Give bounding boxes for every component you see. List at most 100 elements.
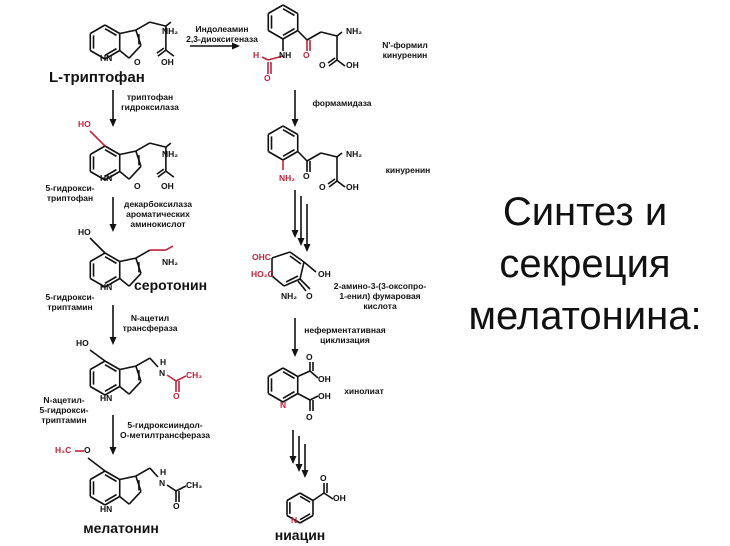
label-quinolinate: хинолиат <box>344 386 384 396</box>
enzyme-aadc-3: аминокислот <box>130 219 186 229</box>
atom-o: O <box>173 391 180 401</box>
atom-nh2: NH₂ <box>281 291 298 301</box>
bond <box>104 385 121 396</box>
enzyme-aanat-2: трансфераза <box>122 323 178 333</box>
enzyme-aanat-1: N-ацетил <box>130 313 170 323</box>
bond <box>165 49 175 57</box>
bond <box>267 29 284 40</box>
bond <box>135 249 151 259</box>
bond <box>149 357 159 368</box>
bond <box>89 252 106 263</box>
bond <box>119 170 130 180</box>
label-acms-2: 1-енил) фумаровая <box>339 291 421 301</box>
label-acms-3: кислота <box>363 301 397 311</box>
arrow-head-icon <box>289 456 297 464</box>
bond <box>128 165 142 180</box>
bond <box>336 180 346 188</box>
atom-o: O <box>320 473 327 483</box>
bond <box>104 24 121 35</box>
double-bond <box>282 390 295 399</box>
double-bond <box>104 493 117 502</box>
atom-hn: HN <box>100 393 113 403</box>
bond <box>156 47 165 54</box>
atom-o: O <box>134 57 141 67</box>
bond <box>267 125 284 136</box>
bond <box>119 29 137 35</box>
slide-title-line-1: Синтез и <box>502 190 668 234</box>
atom-oh: OH <box>346 182 359 192</box>
bond <box>282 125 299 136</box>
bond <box>328 59 338 67</box>
double-bond <box>104 149 117 158</box>
label-niacin: ниацин <box>274 527 326 543</box>
enzyme-ido-1: Индолеамин <box>195 24 249 34</box>
bond <box>267 4 284 15</box>
bond <box>87 457 106 472</box>
atom-o: O <box>303 50 310 60</box>
bond <box>299 492 314 502</box>
bond <box>165 245 174 251</box>
bond <box>128 272 142 287</box>
double-bond <box>282 129 295 138</box>
atom-hn: HN <box>100 282 113 292</box>
bond <box>306 31 322 41</box>
bond <box>104 145 121 156</box>
bond <box>165 21 172 27</box>
bond <box>261 56 269 61</box>
double-bond <box>282 371 295 380</box>
atom-o: O <box>84 445 91 455</box>
atom-nh2: NH₂ <box>279 173 296 183</box>
atom-ch3: CH₃ <box>186 370 203 380</box>
atom-nh: NH <box>279 50 292 60</box>
atom-ho2c: HO₂C <box>251 269 274 279</box>
pyridine-bond <box>282 392 299 403</box>
bond <box>119 49 130 59</box>
bond <box>175 375 187 382</box>
bond <box>149 467 159 478</box>
atom-nh2: NH₂ <box>346 26 363 36</box>
arrow-head-icon <box>109 119 117 127</box>
bond <box>89 495 106 506</box>
label-serotonin-alt-1: 5-гидрокси- <box>45 292 95 302</box>
bond <box>327 57 336 64</box>
atom-nh2: NH₂ <box>162 257 179 267</box>
bond <box>119 385 130 395</box>
bond <box>119 257 137 263</box>
double-bond <box>104 275 117 284</box>
bond <box>328 180 338 188</box>
enzyme-formamidase: формамидаза <box>312 98 372 108</box>
enzyme-cycl-1: неферментативная <box>304 325 386 335</box>
bond <box>336 31 343 37</box>
bond <box>166 374 177 382</box>
atom-n: N <box>291 515 298 525</box>
arrow-head-icon <box>109 337 117 345</box>
double-bond <box>104 474 117 483</box>
atom-n: N <box>159 478 166 488</box>
bond <box>309 395 319 401</box>
bond <box>89 385 106 396</box>
atom-hn: HN <box>100 173 113 183</box>
atom-ho: HO <box>76 338 89 348</box>
bond <box>327 178 336 185</box>
bond <box>119 495 130 505</box>
slide-title-line-3: мелатонина: <box>468 294 702 338</box>
pyridine-bond <box>267 367 284 378</box>
bond <box>135 357 151 367</box>
double-bond <box>299 513 311 521</box>
atom-o: O <box>319 182 326 192</box>
arrow-head-icon <box>109 224 117 232</box>
bond <box>267 150 284 161</box>
bond <box>89 145 106 156</box>
arrow-head-icon <box>291 349 299 357</box>
bond <box>286 514 301 524</box>
bond <box>289 251 305 263</box>
label-serotonin: серотонин <box>134 277 208 293</box>
label-acms-1: 2-амино-3-(3-оксопро- <box>333 281 427 291</box>
bond <box>297 150 308 162</box>
bond <box>175 485 187 492</box>
bond <box>157 49 167 57</box>
enzyme-ido-2: 2,3-диоксигеназа <box>186 34 258 44</box>
atom-nh2: NH₂ <box>346 149 363 159</box>
atom-n: N <box>159 368 166 378</box>
atom-hn: HN <box>100 53 113 63</box>
